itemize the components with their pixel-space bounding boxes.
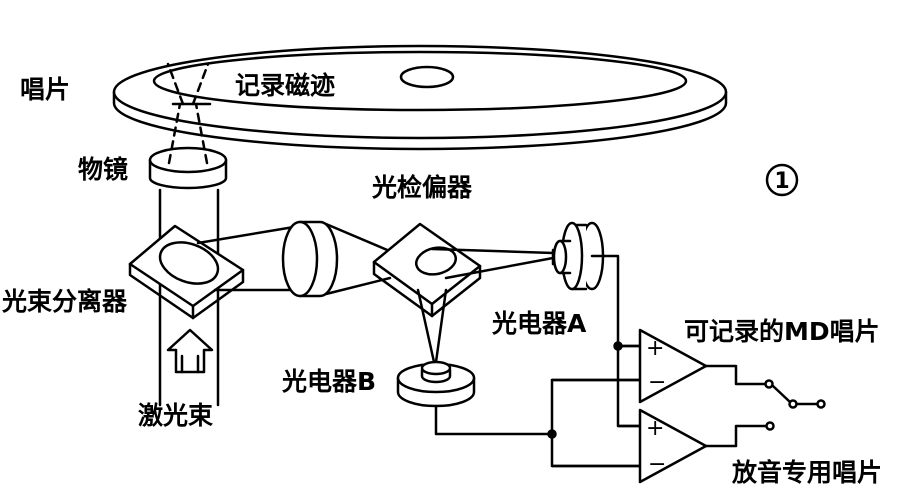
label-playback-only: 放音专用唱片	[731, 458, 882, 487]
relay-lens	[281, 220, 339, 298]
label-objective-lens: 物镜	[78, 155, 128, 184]
label-laser-beam: 激光束	[138, 401, 214, 430]
label-recording-track: 记录磁迹	[235, 71, 335, 100]
label-photodetector-a: 光电器A	[491, 309, 587, 338]
amplifier-lower	[638, 408, 708, 484]
amp-upper-minus: −	[648, 370, 666, 395]
amplifier-upper	[638, 328, 708, 404]
laser-beam-path	[158, 188, 220, 407]
photodetector-b	[396, 360, 476, 408]
laser-beam-arrow	[166, 328, 214, 374]
label-photodetector-b: 光电器B	[281, 367, 376, 396]
wire-junctions	[547, 341, 623, 439]
objective-lens	[148, 62, 228, 190]
circuit-wiring	[434, 254, 820, 468]
amp-lower-plus: +	[646, 416, 664, 441]
disc-center-hole	[399, 65, 455, 89]
figure-number-circle	[765, 163, 799, 197]
disc	[112, 44, 728, 151]
label-polarization-analyzer: 光检偏器	[371, 173, 473, 202]
amp-lower-minus: −	[648, 452, 666, 477]
polarization-analyzer	[372, 222, 482, 318]
label-recordable-md: 可记录的MD唱片	[684, 317, 880, 346]
beam-splitter	[128, 224, 245, 320]
selector-switch	[764, 379, 826, 431]
label-figure-number: 1	[774, 169, 789, 194]
amp-upper-plus: +	[646, 336, 664, 361]
label-beam-splitter: 光束分离器	[1, 287, 128, 316]
label-disc: 唱片	[20, 75, 70, 104]
